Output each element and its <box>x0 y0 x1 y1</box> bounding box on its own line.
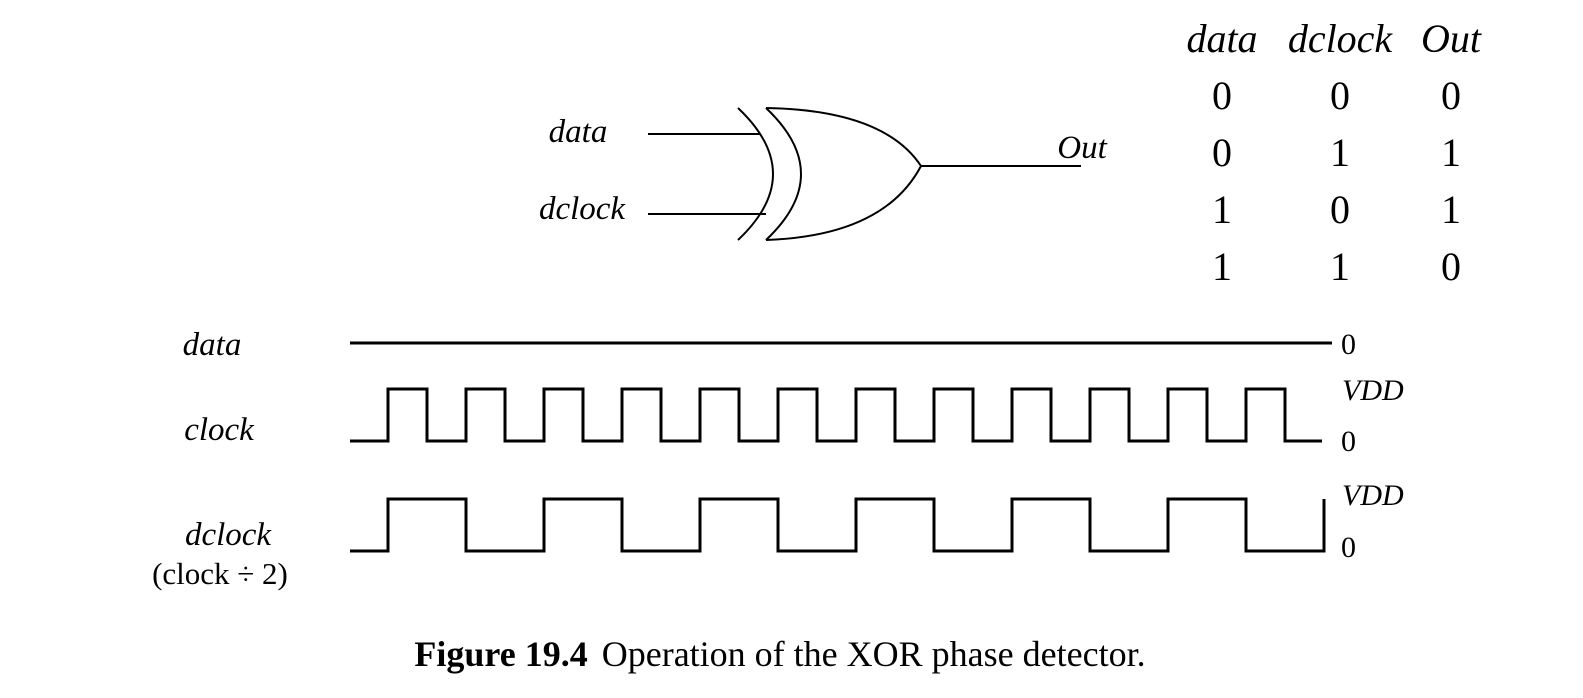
waveform-high-label: VDD <box>1342 374 1404 407</box>
truth-table-cell: 0 <box>1330 73 1350 118</box>
truth-table: data dclock Out 0 0 0 0 1 1 1 0 1 1 1 0 <box>1186 16 1481 289</box>
xor-body-curve <box>765 107 923 241</box>
caption-text: Operation of the XOR phase detector. <box>602 634 1146 674</box>
gate-output-label: Out <box>1057 130 1107 166</box>
waveform-label: clock <box>184 412 255 448</box>
waveform-clock: clock VDD 0 <box>184 374 1404 458</box>
waveform-dclock: dclock (clock ÷ 2) VDD 0 <box>152 479 1404 591</box>
truth-table-cell: 1 <box>1212 187 1232 232</box>
truth-table-header: dclock <box>1288 16 1394 61</box>
caption-number: Figure 19.4 <box>414 634 587 674</box>
truth-table-cell: 0 <box>1441 244 1461 289</box>
gate-input-b-label: dclock <box>539 191 626 227</box>
waveform-low-label: 0 <box>1341 425 1356 458</box>
xor-gate: data dclock Out <box>539 107 1108 241</box>
waveform-data: data 0 <box>183 327 1356 363</box>
truth-table-cell: 0 <box>1212 130 1232 175</box>
gate-input-a-label: data <box>549 114 608 150</box>
waveform-low-label: 0 <box>1341 328 1356 361</box>
truth-table-cell: 1 <box>1441 187 1461 232</box>
truth-table-cell: 0 <box>1212 73 1232 118</box>
truth-table-cell: 1 <box>1212 244 1232 289</box>
waveform-trace <box>350 497 1326 553</box>
waveform-label: data <box>183 327 242 363</box>
waveform-label: dclock <box>185 517 272 553</box>
truth-table-header: data <box>1186 16 1257 61</box>
xor-back-curve <box>765 107 802 241</box>
truth-table-cell: 1 <box>1441 130 1461 175</box>
waveform-low-label: 0 <box>1341 531 1356 564</box>
truth-table-cell: 1 <box>1330 244 1350 289</box>
waveform-trace <box>350 387 1322 443</box>
truth-table-cell: 0 <box>1441 73 1461 118</box>
figure-caption: Figure 19.4 Operation of the XOR phase de… <box>414 634 1145 674</box>
xor-input-arc <box>737 107 774 241</box>
truth-table-cell: 0 <box>1330 187 1350 232</box>
truth-table-cell: 1 <box>1330 130 1350 175</box>
truth-table-header: Out <box>1421 16 1482 61</box>
waveform-high-label: VDD <box>1342 479 1404 512</box>
waveform-sublabel: (clock ÷ 2) <box>152 556 288 591</box>
